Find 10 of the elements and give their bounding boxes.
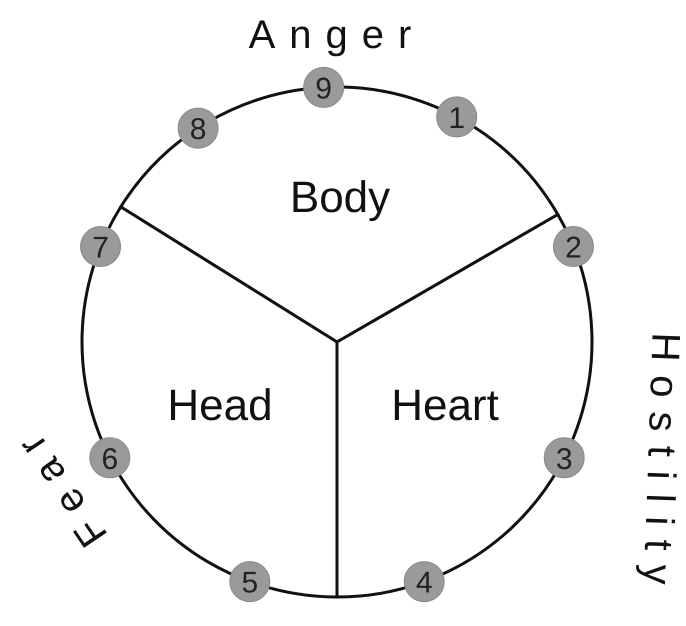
anger-label: Anger [248, 13, 426, 57]
number-badge: 4 [404, 561, 445, 602]
number-badge: 7 [80, 226, 122, 267]
number-badge: 2 [552, 226, 594, 267]
number-badge: 1 [436, 96, 478, 138]
number-badge: 5 [229, 561, 270, 602]
hostility-label: Hostility [634, 332, 686, 600]
number-badge: 8 [178, 108, 219, 149]
number-badge: 9 [303, 66, 344, 108]
number-badge: 3 [544, 437, 585, 478]
